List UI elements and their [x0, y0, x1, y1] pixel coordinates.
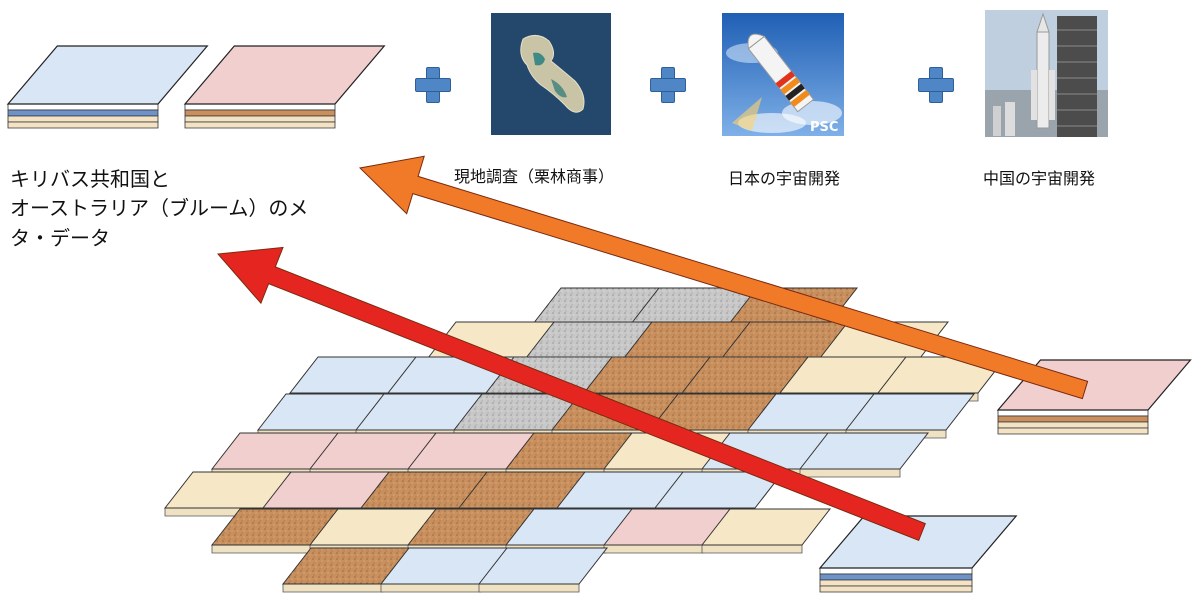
stack-layer [184, 121, 336, 129]
plus-icon [918, 67, 954, 103]
tile [844, 393, 976, 431]
stack-layer [819, 567, 973, 575]
tile-texture [624, 322, 752, 358]
stack-top [183, 45, 386, 105]
tile-texture [459, 472, 587, 508]
tile-texture [506, 433, 634, 469]
tile-texture [650, 394, 778, 430]
launch-tower-image [985, 10, 1108, 137]
tile-edge [211, 544, 313, 554]
metadata-label-line2: オーストラリア（ブルーム）のメ [10, 196, 309, 220]
stack-layer [7, 121, 159, 129]
stack-top [818, 515, 1018, 569]
stack-layer [184, 103, 336, 111]
rocket-launch-image: PSC [722, 13, 844, 136]
psc-mark: PSC [810, 120, 838, 135]
field-survey-label: 現地調査（栗林商事） [454, 167, 615, 186]
tile-texture [283, 548, 411, 584]
tile-texture [584, 357, 712, 393]
china-space-label: 中国の宇宙開発 [983, 169, 1096, 188]
tile-texture [361, 472, 489, 508]
tile-texture [526, 322, 654, 358]
tile [477, 547, 609, 585]
stack-layer [819, 585, 973, 593]
tile-edge [380, 583, 482, 593]
stack-layer [997, 421, 1149, 429]
stack-layer [997, 427, 1149, 435]
tile-edge [282, 583, 384, 593]
tile-stack-blue [6, 45, 209, 129]
stack-layer [7, 115, 159, 123]
stack-layer [7, 109, 159, 117]
tile-edge [603, 544, 705, 554]
stack-layer [819, 573, 973, 581]
stack-layer [7, 103, 159, 111]
tile-texture [533, 288, 661, 324]
plus-icon [415, 67, 451, 103]
tile-texture [631, 288, 759, 324]
metadata-label-line3: タ・データ [10, 226, 110, 250]
stack-layer [997, 415, 1149, 423]
tile-texture [212, 509, 340, 545]
tile-stack-pink [183, 45, 386, 129]
tile [798, 432, 930, 470]
stack-layer [997, 409, 1149, 417]
arrow-red [216, 246, 926, 542]
tile-texture [682, 357, 810, 393]
japan-space-label: 日本の宇宙開発 [728, 169, 841, 188]
stack-layer [184, 115, 336, 123]
tile-edge [799, 468, 901, 478]
island-satellite-image [491, 13, 611, 135]
plus-icon [650, 67, 686, 103]
tile-edge [478, 583, 580, 593]
tile-edge [701, 544, 803, 554]
stack-top [6, 45, 209, 105]
tile-texture [454, 394, 582, 430]
arrow-orange [358, 155, 1089, 400]
tile [700, 508, 832, 546]
metadata-label-line1: キリバス共和国と [10, 167, 170, 191]
stack-layer [184, 109, 336, 117]
stack-layer [819, 579, 973, 587]
tile-texture [722, 322, 850, 358]
tile-stack-blue-right [818, 515, 1018, 593]
tile-texture [408, 509, 536, 545]
